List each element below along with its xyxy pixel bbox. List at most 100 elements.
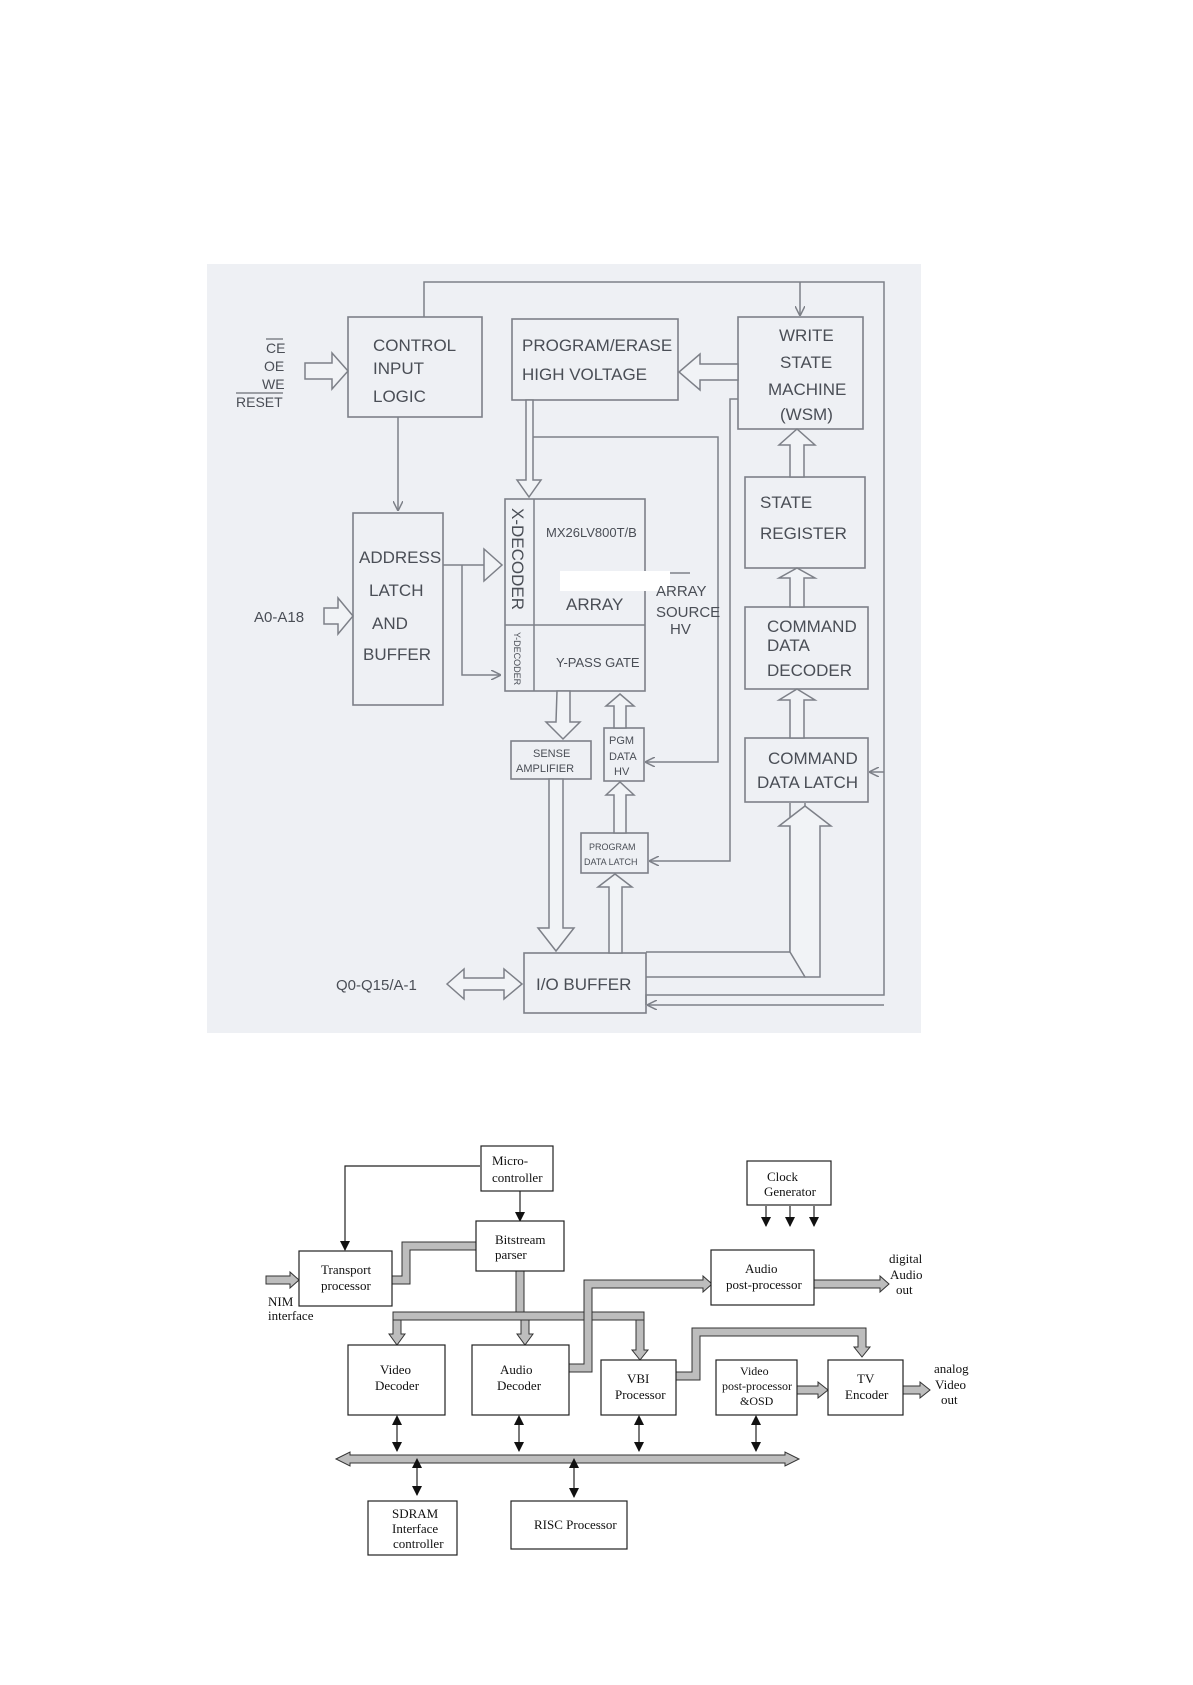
- state-register-line1: STATE: [760, 493, 812, 512]
- bus-to-audio-decoder: [516, 1319, 534, 1346]
- audio-post-processor-box: [710, 1249, 815, 1306]
- x-decoder-label: X-DECODER: [508, 508, 527, 610]
- parser-distribution-bus: [392, 1311, 645, 1321]
- command-latch-line1: COMMAND: [768, 749, 858, 768]
- clock-generator-line1: Clock: [767, 1169, 799, 1184]
- vbi-processor-box: [600, 1359, 677, 1416]
- array-source-line3: HV: [670, 621, 691, 638]
- command-data-latch-box: [744, 737, 869, 803]
- io-to-program-latch-arrow: [595, 873, 635, 954]
- pgm-hv-line3: HV: [614, 766, 630, 778]
- address-to-xdecoder-arrow: [483, 547, 504, 583]
- command-data-decoder-box: [744, 606, 869, 690]
- address-latch-line3: AND: [372, 614, 408, 633]
- data-io-label: Q0-Q15/A-1: [336, 977, 417, 994]
- io-buffer-label: I/O BUFFER: [536, 975, 631, 994]
- digital-audio-line1: digital: [889, 1251, 923, 1266]
- bitstream-line1: Bitstream: [495, 1232, 546, 1247]
- analog-video-line2: Video: [935, 1377, 966, 1392]
- program-latch-line1: PROGRAM: [589, 842, 636, 852]
- audio-post-line1: Audio: [745, 1261, 778, 1276]
- video-post-processor-box: [715, 1359, 798, 1416]
- video-post-line2: post-processor: [722, 1379, 792, 1393]
- wsm-to-hv-arrow: [677, 352, 739, 392]
- latch-to-pgm-arrow: [604, 780, 636, 834]
- nim-input-bus: [265, 1270, 300, 1290]
- audio-decoder-line1: Audio: [500, 1362, 533, 1377]
- control-input-logic-line3: LOGIC: [373, 387, 426, 406]
- bitstream-line2: parser: [495, 1247, 527, 1262]
- digital-audio-line2: Audio: [890, 1267, 923, 1282]
- signal-oe: OE: [264, 358, 284, 374]
- io-buffer-box: [523, 952, 647, 1014]
- control-input-logic-line1: CONTROL: [373, 336, 456, 355]
- wsm-line3: MACHINE: [768, 380, 846, 399]
- analog-video-line3: out: [941, 1392, 958, 1407]
- address-input-label: A0-A18: [254, 609, 304, 626]
- transport-processor-box: [298, 1250, 393, 1307]
- state-register-line2: REGISTER: [760, 524, 847, 543]
- control-input-logic-line2: INPUT: [373, 359, 424, 378]
- vbi-to-encoder-bus: [675, 1327, 872, 1381]
- microcontroller-line1: Micro-: [492, 1153, 528, 1168]
- array-source-line1: ARRAY: [656, 583, 707, 600]
- address-input-arrow: [323, 595, 354, 637]
- data-io-arrow: [445, 967, 524, 1001]
- pgm-hv-line2: DATA: [609, 751, 637, 763]
- risc-processor-box: [510, 1500, 628, 1550]
- part-number-label: MX26LV800T/B: [546, 525, 637, 540]
- address-latch-line2: LATCH: [369, 581, 423, 600]
- audio-decoder-to-post-bus: [568, 1274, 713, 1373]
- sense-amp-line1: SENSE: [533, 748, 570, 760]
- pgm-hv-line1: PGM: [609, 735, 634, 747]
- bitstream-parser-box: [475, 1220, 565, 1272]
- program-erase-hv-box: [511, 318, 679, 401]
- video-decoder-line2: Decoder: [375, 1378, 420, 1393]
- micro-to-transport-line: [340, 1165, 480, 1251]
- tv-encoder-line2: Encoder: [845, 1387, 889, 1402]
- command-decoder-line2: DATA: [767, 636, 810, 655]
- command-latch-line2: DATA LATCH: [757, 773, 858, 792]
- signal-reset: RESET: [236, 394, 283, 410]
- digital-audio-line3: out: [896, 1282, 913, 1297]
- flash-block-diagram: CE OE WE RESET CONTROL INPUT LOGIC PROGR…: [207, 264, 921, 1033]
- array-to-sense-arrow: [544, 690, 582, 741]
- post-to-encoder-bus: [796, 1380, 829, 1400]
- wsm-line2: STATE: [780, 353, 832, 372]
- command-decoder-line1: COMMAND: [767, 617, 857, 636]
- vbi-line1: VBI: [627, 1371, 649, 1386]
- tv-encoder-line1: TV: [857, 1371, 875, 1386]
- label-mask: [560, 571, 670, 591]
- audio-decoder-line2: Decoder: [497, 1378, 542, 1393]
- hv-to-decoder-arrow: [515, 399, 543, 499]
- program-erase-line1: PROGRAM/ERASE: [522, 336, 672, 355]
- clock-generator-box: [746, 1160, 832, 1206]
- register-to-wsm-arrow: [777, 427, 817, 478]
- address-latch-box: [352, 512, 444, 706]
- array-source-line2: SOURCE: [656, 604, 720, 621]
- tv-encoder-box: [827, 1359, 904, 1416]
- wsm-line1: WRITE: [779, 326, 834, 345]
- sense-amp-line2: AMPLIFIER: [516, 763, 574, 775]
- analog-video-line1: analog: [934, 1361, 969, 1376]
- array-label: ARRAY: [566, 595, 623, 614]
- control-signal-arrow: [304, 351, 350, 391]
- risc-processor-label: RISC Processor: [534, 1517, 617, 1532]
- microcontroller-box: [480, 1145, 554, 1192]
- y-decoder-label: Y-DECODER: [512, 632, 522, 686]
- io-to-command-latch-arrow: [776, 805, 834, 978]
- nim-line2: interface: [268, 1308, 314, 1323]
- video-post-line3: &OSD: [740, 1394, 774, 1408]
- video-decoder-box: [347, 1344, 446, 1416]
- memory-array-box: [504, 498, 646, 692]
- vbi-line2: Processor: [615, 1387, 666, 1402]
- command-decoder-line3: DECODER: [767, 661, 852, 680]
- decoder-to-register-arrow: [776, 567, 818, 608]
- video-post-line1: Video: [740, 1364, 769, 1378]
- program-erase-line2: HIGH VOLTAGE: [522, 365, 647, 384]
- sdram-line1: SDRAM: [392, 1506, 439, 1521]
- hv-to-pgm-line: [533, 436, 719, 762]
- program-latch-line2: DATA LATCH: [584, 857, 638, 867]
- clock-generator-line2: Generator: [764, 1184, 817, 1199]
- state-register-box: [744, 476, 866, 569]
